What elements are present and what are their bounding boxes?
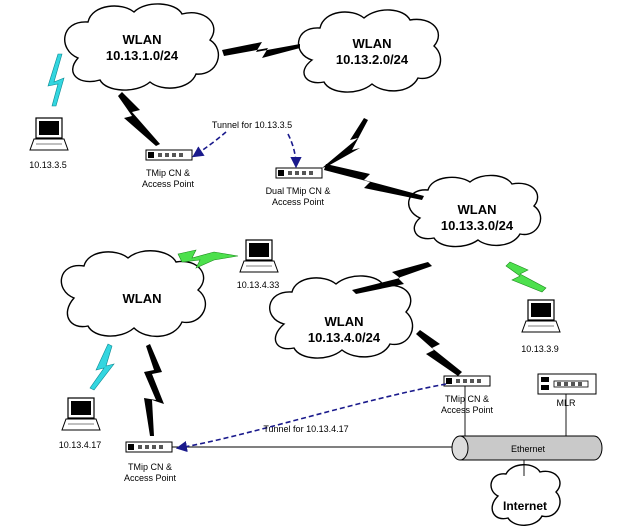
ap1-label-line1: TMip CN & (146, 168, 190, 178)
dual-ap-label-line2: Access Point (272, 197, 325, 207)
ap-bottom-label-line1: TMip CN & (128, 462, 172, 472)
ap1-label-line2: Access Point (142, 179, 195, 189)
cloud-4-subnet: 10.13.4.0/24 (308, 330, 381, 345)
laptop-10-13-4-33 (239, 239, 279, 273)
cloud-wlan-3: WLAN 10.13.3.0/24 (407, 174, 542, 248)
tunnel-label-10-13-4-17: Tunnel for 10.13.4.17 (263, 424, 348, 434)
wireless-bolt-laptop-10-13-4-33 (177, 249, 239, 269)
laptop-10-13-3-9 (521, 299, 561, 333)
link-bolt-cloud3-cloud4 (352, 262, 432, 294)
cloud-3-name: WLAN (458, 202, 497, 217)
cloud-wlan-4: WLAN 10.13.4.0/24 (269, 275, 414, 359)
link-bolt-dual-cloud3 (324, 164, 424, 200)
tunnel-label-10-13-3-5: Tunnel for 10.13.3.5 (212, 120, 292, 130)
tunnel-arrow-to-ap-bottom (175, 383, 447, 453)
ethernet-label: Ethernet (511, 444, 546, 454)
cloud-5-name: WLAN (123, 291, 162, 306)
cloud-3-subnet: 10.13.3.0/24 (441, 218, 514, 233)
cloud-1-name: WLAN (123, 32, 162, 47)
ap-bottom-label-line2: Access Point (124, 473, 177, 483)
cloud-1-subnet: 10.13.1.0/24 (106, 48, 179, 63)
cloud-4-name: WLAN (325, 314, 364, 329)
cloud-wlan-5: WLAN (60, 250, 207, 338)
cloud-2-name: WLAN (353, 36, 392, 51)
tunnel-arrow-to-ap1 (192, 131, 227, 158)
wireless-bolt-laptop-10-13-4-17 (89, 343, 115, 391)
access-point-1 (145, 149, 193, 161)
dual-ap-label-line1: Dual TMip CN & (266, 186, 331, 196)
link-bolt-cloud1-cloud2 (222, 42, 300, 58)
link-bolt-cloud2-dual (322, 118, 368, 168)
laptop-10-13-3-5 (29, 117, 69, 151)
wireless-bolt-laptop-10-13-3-9 (505, 261, 547, 293)
link-bolt-cloud4-ap4 (416, 330, 462, 376)
ethernet-cylinder: Ethernet (451, 435, 603, 461)
cloud-wlan-1: WLAN 10.13.1.0/24 (64, 3, 220, 91)
laptop-label-10-13-4-17: 10.13.4.17 (59, 440, 102, 450)
cloud-wlan-2: WLAN 10.13.2.0/24 (297, 9, 442, 93)
ap4-label-line2: Access Point (441, 405, 494, 415)
cloud-2-subnet: 10.13.2.0/24 (336, 52, 409, 67)
access-point-bottom (125, 441, 173, 453)
internet-label: Internet (503, 499, 547, 513)
cloud-internet: Internet (490, 464, 561, 526)
laptop-10-13-4-17 (61, 397, 101, 431)
access-point-4 (443, 375, 491, 387)
laptop-label-10-13-3-9: 10.13.3.9 (521, 344, 559, 354)
tunnel-arrow-to-dual (287, 133, 302, 169)
link-bolt-cloud5-ap-bottom (144, 344, 164, 436)
laptop-label-10-13-3-5: 10.13.3.5 (29, 160, 67, 170)
ap4-label-line1: TMip CN & (445, 394, 489, 404)
mlr-server (537, 373, 597, 395)
dual-access-point (275, 167, 323, 179)
laptop-label-10-13-4-33: 10.13.4.33 (237, 280, 280, 290)
wireless-bolt-laptop-10-13-3-5 (47, 53, 65, 107)
link-bolt-cloud1-ap1 (118, 92, 160, 146)
